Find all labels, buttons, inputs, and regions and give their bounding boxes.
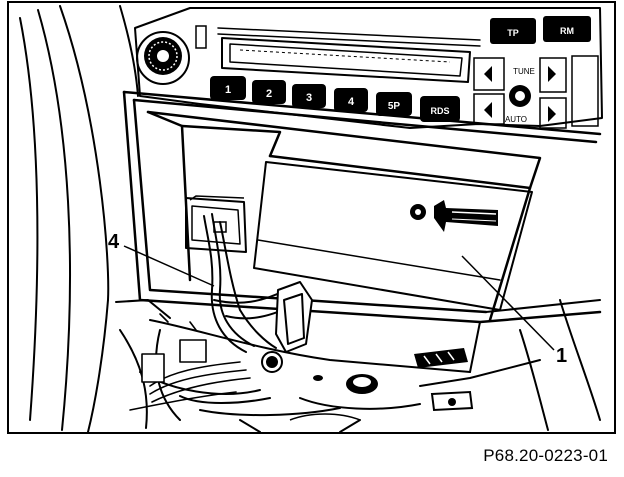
rm-button-label: RM [560,26,574,36]
lower-console-parts [289,348,474,421]
figure-frame [7,1,616,434]
figure-reference-code: P68.20-0223-01 [483,446,608,465]
lower-console [115,299,601,433]
preset-button-1: 1 [225,84,231,96]
preset-button-5p: 5P [388,101,401,112]
cable-harness [203,213,313,373]
tune-cluster: TUNE AUTO [473,55,599,129]
callout-1-label: 1 [556,345,567,367]
preset-buttons: 1 2 3 4 5P RDS [210,76,460,122]
callout-4-label: 4 [108,231,120,253]
left-trim-lines [19,5,139,433]
display-window [221,37,471,83]
callout-4: 4 [108,231,215,287]
preset-button-rds: RDS [430,106,449,116]
callout-1: 1 [461,255,567,367]
auto-label: AUTO [505,115,527,124]
preset-button-2: 2 [266,88,272,100]
tune-label: TUNE [513,67,535,76]
connector-socket [185,195,247,253]
preset-button-3: 3 [306,92,312,104]
arrow-icon [434,200,498,232]
tp-button-label: TP [507,28,519,38]
radio-unit: TP RM 1 2 3 4 5P RDS TUNE AUTO [134,7,603,129]
lower-wiring [129,313,251,411]
preset-button-4: 4 [348,96,355,108]
top-right-buttons: TP RM [490,16,591,44]
volume-knob [136,31,190,85]
